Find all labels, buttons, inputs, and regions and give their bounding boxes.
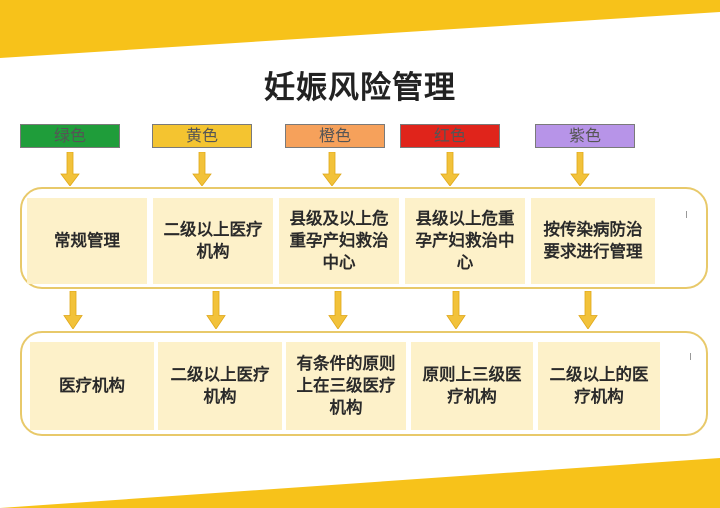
down-arrow-icon bbox=[192, 152, 212, 186]
level-tag-label: 黄色 bbox=[185, 126, 218, 145]
level-tag-yellow: 黄色 bbox=[152, 124, 252, 148]
down-arrow-icon bbox=[570, 152, 590, 186]
down-arrow-icon bbox=[328, 291, 348, 329]
management-cell-green: 常规管理 bbox=[27, 198, 147, 284]
down-arrow-icon bbox=[440, 152, 460, 186]
edge-tick-mark bbox=[686, 211, 687, 218]
level-tag-green: 绿色 bbox=[20, 124, 120, 148]
down-arrow-icon bbox=[578, 291, 598, 329]
down-arrow-icon bbox=[63, 291, 83, 329]
down-arrow-icon bbox=[206, 291, 226, 329]
bottom-accent-band bbox=[0, 458, 720, 508]
level-tag-label: 橙色 bbox=[318, 126, 351, 145]
institution-cell-red: 原则上三级医疗机构 bbox=[411, 342, 533, 430]
top-accent-band bbox=[0, 0, 720, 58]
institution-cell-yellow: 二级以上医疗机构 bbox=[158, 342, 282, 430]
level-tag-red: 红色 bbox=[400, 124, 500, 148]
institution-cell-orange: 有条件的原则上在三级医疗机构 bbox=[286, 342, 406, 430]
down-arrow-icon bbox=[60, 152, 80, 186]
management-cell-purple: 按传染病防治要求进行管理 bbox=[531, 198, 655, 284]
level-tag-purple: 紫色 bbox=[535, 124, 635, 148]
level-tag-label: 红色 bbox=[433, 126, 466, 145]
institution-cell-purple: 二级以上的医疗机构 bbox=[538, 342, 660, 430]
down-arrow-icon bbox=[446, 291, 466, 329]
level-tag-orange: 橙色 bbox=[285, 124, 385, 148]
management-cell-red: 县级以上危重孕产妇救治中心 bbox=[405, 198, 525, 284]
institution-cell-green: 医疗机构 bbox=[30, 342, 154, 430]
level-tag-label: 紫色 bbox=[568, 126, 601, 145]
management-cell-yellow: 二级以上医疗机构 bbox=[153, 198, 273, 284]
level-tag-label: 绿色 bbox=[53, 126, 86, 145]
edge-tick-mark bbox=[690, 353, 691, 360]
down-arrow-icon bbox=[322, 152, 342, 186]
page-title: 妊娠风险管理 bbox=[264, 70, 456, 106]
management-cell-orange: 县级及以上危重孕产妇救治中心 bbox=[279, 198, 399, 284]
